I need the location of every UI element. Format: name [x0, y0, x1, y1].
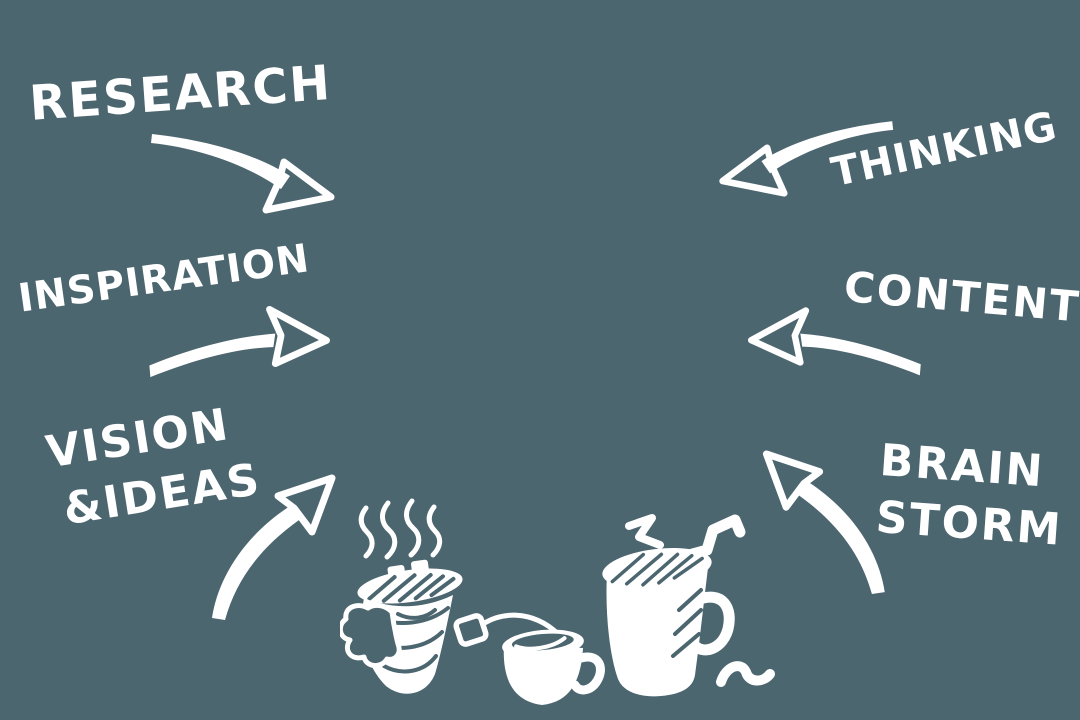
teacup-rim: [502, 629, 584, 659]
mug-icon: [602, 514, 775, 697]
mug-handle: [689, 591, 735, 656]
cup-lid: [357, 559, 463, 604]
teacup-with-teabag-icon: [453, 612, 605, 705]
steam-squiggle-icon: [716, 661, 775, 687]
steam-squiggle-icon: [625, 514, 664, 549]
teacup-handle: [570, 652, 605, 695]
brainstorm-label: BRAIN STORM: [874, 432, 1068, 559]
mug-body: [606, 568, 708, 697]
takeaway-coffee-cup-icon: [340, 498, 463, 694]
vision-arrow-icon: [212, 474, 336, 620]
mug-shading: [671, 588, 703, 658]
steam-icon: [358, 498, 443, 560]
mug-rim: [602, 547, 712, 589]
thinking-arrow-icon: [719, 121, 894, 197]
cup-sleeve: [340, 602, 402, 668]
teabag-tag: [453, 613, 489, 647]
teacup-body: [503, 644, 583, 705]
inspiration-arrow-icon: [149, 305, 330, 378]
content-arrow-icon: [748, 307, 921, 376]
brainstorm-arrow-icon: [762, 450, 885, 595]
research-arrow-icon: [151, 134, 335, 214]
